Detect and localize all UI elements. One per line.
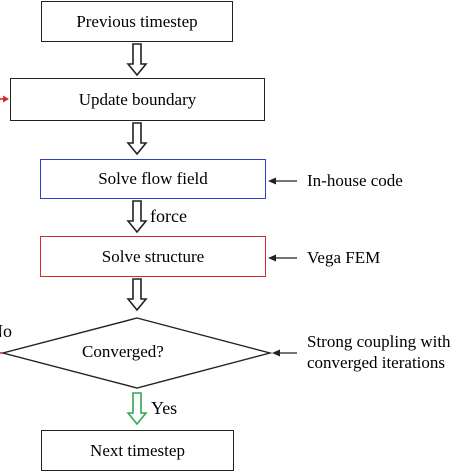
solve-structure-box: Solve structure [40,236,266,277]
pointer-vega-head [268,254,276,262]
vega-fem-annotation: Vega FEM [307,248,381,267]
in-house-code-annotation: In-house code [307,171,403,190]
arrow-structure-to-decision-outline [126,278,148,312]
arrow-update-to-flow [126,122,148,156]
solve-flow-field-box: Solve flow field [40,159,266,199]
next-timestep-label: Next timestep [90,440,185,460]
arrow-flow-to-structure [126,200,148,234]
arrow-previous-to-update [126,43,148,77]
previous-timestep-label: Previous timestep [76,11,198,31]
update-boundary-box: Update boundary [10,78,265,121]
no-edge-label: No [0,321,12,341]
previous-timestep-box: Previous timestep [41,1,233,42]
force-edge-label: force [150,206,187,226]
yes-edge-label: Yes [151,398,178,418]
solve-flow-field-label: Solve flow field [98,169,208,188]
decision-diamond [0,317,273,389]
loop-back-arrowhead [3,95,9,103]
pointer-in-house-head [268,177,276,185]
strong-coupling-annotation-line2: converged iterations [307,353,446,372]
strong-coupling-annotation-line1: Strong coupling with [307,332,451,351]
pointer-coupling-head [272,349,280,357]
update-boundary-label: Update boundary [78,89,197,109]
solve-structure-label: Solve structure [101,246,205,266]
arrow-decision-yes [126,392,148,426]
converged-question-label: Converged? [82,342,164,361]
next-timestep-box: Next timestep [41,430,234,471]
